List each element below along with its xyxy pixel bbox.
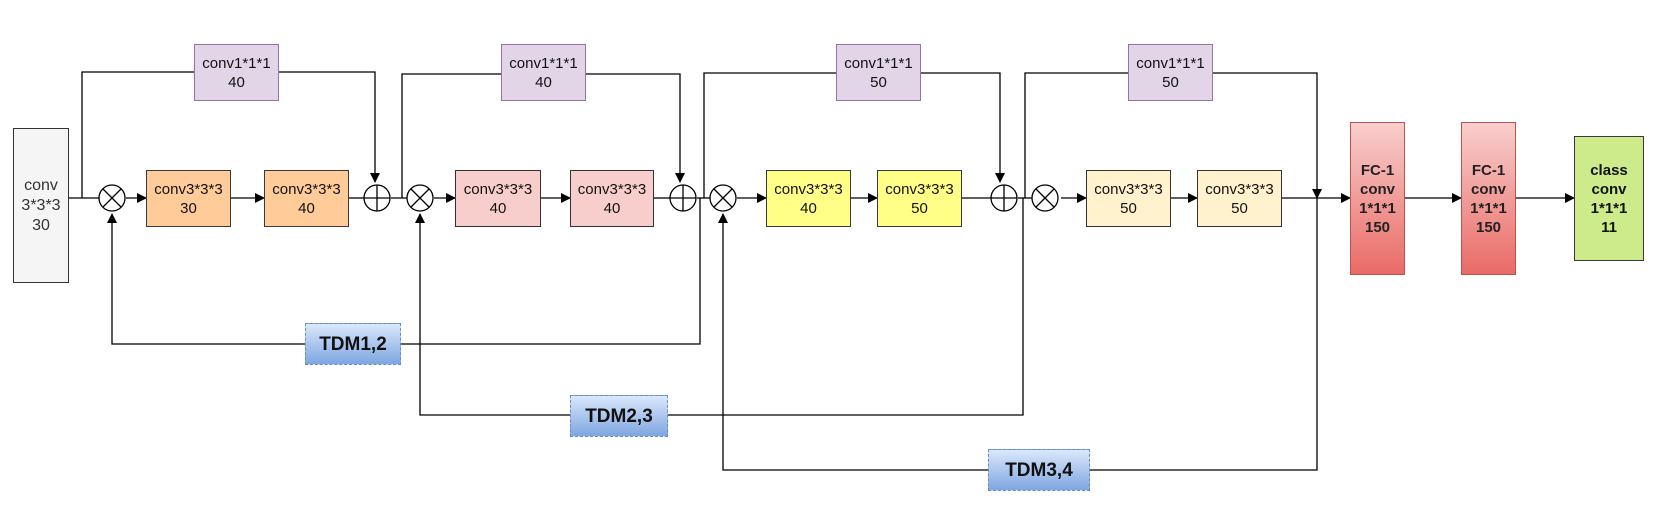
input-conv-label: conv [24,176,58,194]
fc-block-kernel: 1*1*1 [1359,199,1396,217]
fc-block-channels: 150 [1475,218,1502,236]
skip-conv-block-2: conv1*1*1 40 [501,44,586,101]
multiply-node [98,184,126,212]
conv-block-3a: conv3*3*3 40 [766,170,851,227]
conv-block-channels: 40 [298,199,315,217]
fc-block-channels: 150 [1364,218,1391,236]
skip-conv-label: conv1*1*1 [202,54,271,72]
conv-block-2b: conv3*3*3 40 [570,170,654,227]
conv-block-channels: 30 [180,199,197,217]
fc-block-1: FC-1 conv 1*1*1 150 [1350,122,1405,275]
tdm-label-text: TDM3,4 [1005,459,1073,481]
skip-conv-block-3: conv1*1*1 50 [836,44,921,101]
class-block-kernel: 1*1*1 [1590,199,1628,217]
conv-block-label: conv3*3*3 [1205,180,1274,198]
skip-conv-channels: 40 [228,73,245,91]
fc-block-type: conv [1359,180,1395,198]
skip-conv-label: conv1*1*1 [509,54,578,72]
tdm-label-1-2: TDM1,2 [305,323,401,365]
tdm-label-text: TDM2,3 [585,405,653,427]
conv-block-label: conv3*3*3 [774,180,843,198]
conv-block-label: conv3*3*3 [885,180,954,198]
fc-block-label: FC-1 [1360,161,1395,179]
conv-block-channels: 50 [1231,199,1248,217]
multiply-node [709,184,737,212]
tdm-label-2-3: TDM2,3 [570,395,668,437]
class-block-type: conv [1591,180,1627,198]
tdm-label-3-4: TDM3,4 [988,449,1090,491]
conv-block-channels: 50 [911,199,928,217]
conv-block-4a: conv3*3*3 50 [1086,170,1171,227]
connector-lines [68,71,1575,471]
conv-block-channels: 40 [489,199,507,217]
skip-conv-channels: 40 [535,73,552,91]
class-block-label: class [1590,161,1628,179]
conv-block-3b: conv3*3*3 50 [877,170,962,227]
conv-block-1a: conv3*3*3 30 [146,170,231,227]
input-conv-block: conv 3*3*3 30 [13,128,69,283]
fc-block-label: FC-1 [1471,161,1506,179]
multiply-node [406,184,434,212]
class-conv-block: class conv 1*1*1 11 [1574,136,1644,261]
skip-conv-block-4: conv1*1*1 50 [1128,44,1213,101]
conv-block-label: conv3*3*3 [577,180,647,198]
tdm-label-text: TDM1,2 [319,333,387,355]
skip-conv-channels: 50 [1162,73,1179,91]
conv-block-2a: conv3*3*3 40 [455,170,541,227]
multiply-node [1031,184,1059,212]
add-node [363,184,391,212]
fc-block-type: conv [1470,180,1506,198]
conv-block-channels: 40 [800,199,817,217]
conv-block-label: conv3*3*3 [272,180,341,198]
class-block-channels: 11 [1601,218,1617,236]
skip-conv-label: conv1*1*1 [844,54,913,72]
fc-block-kernel: 1*1*1 [1470,199,1507,217]
add-node [669,184,697,212]
input-conv-kernel: 3*3*3 [21,196,61,214]
input-conv-channels: 30 [32,216,50,234]
conv-block-label: conv3*3*3 [154,180,223,198]
conv-block-1b: conv3*3*3 40 [264,170,349,227]
skip-conv-label: conv1*1*1 [1136,54,1205,72]
add-node [990,184,1018,212]
conv-block-channels: 40 [603,199,621,217]
conv-block-label: conv3*3*3 [463,180,533,198]
fc-block-2: FC-1 conv 1*1*1 150 [1461,122,1516,275]
skip-conv-channels: 50 [870,73,887,91]
conv-block-channels: 50 [1120,199,1137,217]
conv-block-4b: conv3*3*3 50 [1197,170,1282,227]
conv-block-label: conv3*3*3 [1094,180,1163,198]
skip-conv-block-1: conv1*1*1 40 [194,44,279,101]
